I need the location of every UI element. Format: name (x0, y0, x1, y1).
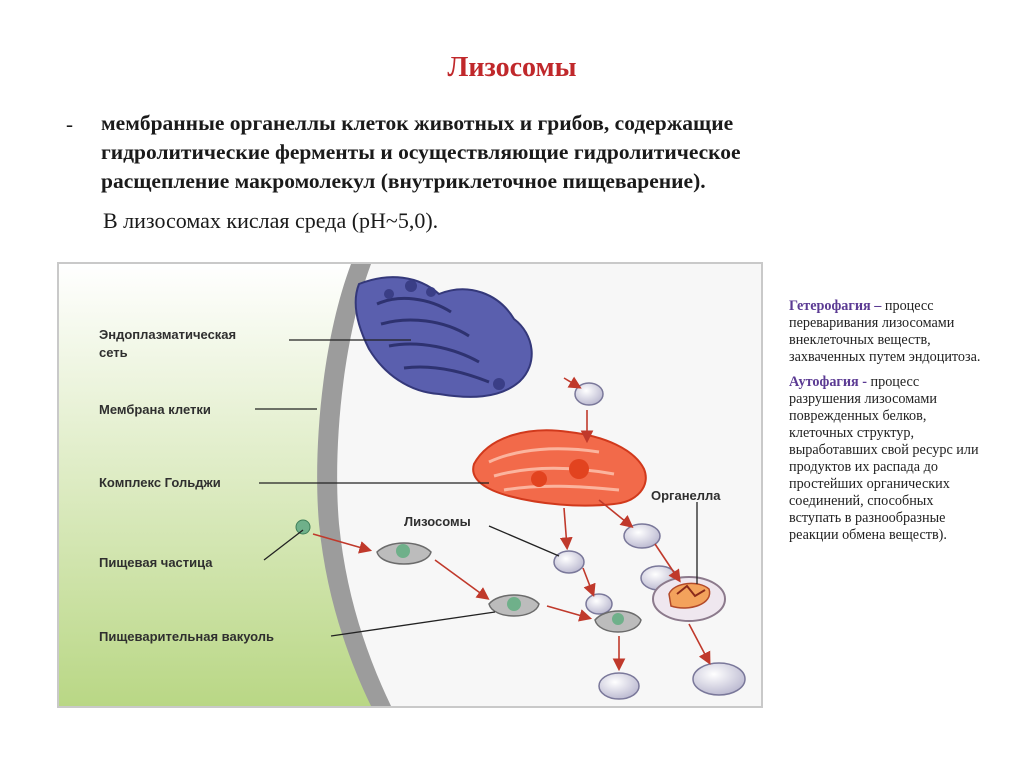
heterophagy-paragraph: Гетерофагия – процесс переваривания лизо… (789, 298, 989, 366)
membrane-label: Мембрана клетки (99, 402, 211, 417)
diagram-svg: Эндоплазматическая сеть Мембрана клетки … (59, 264, 761, 706)
golgi-label: Комплекс Гольджи (99, 475, 221, 490)
acid-environment-note: В лизосомах кислая среда (pH~5,0). (103, 208, 439, 233)
definition-line-2: гидролитические ферменты и осуществляющи… (101, 140, 741, 165)
sidebar-definitions: Гетерофагия – процесс переваривания лизо… (789, 298, 989, 552)
autophagy-term: Аутофагия - (789, 374, 867, 391)
definition-line-1: мембранные органеллы клеток животных и г… (101, 111, 734, 135)
golgi-complex (472, 429, 647, 507)
lysosomes-label: Лизосомы (404, 514, 471, 529)
process-arrows (312, 376, 711, 672)
food-particle-label: Пищевая частица (99, 555, 213, 570)
cell-membrane (317, 264, 391, 706)
heterophagy-text: процесс переваривания лизосомами внеклет… (789, 298, 981, 366)
leader-lines (255, 339, 698, 637)
definition-line-3: расщепление макромолекул (внутриклеточно… (101, 169, 706, 194)
definition-text: мембранные органеллы клеток животных и г… (101, 109, 901, 196)
lysosome-diagram: Эндоплазматическая сеть Мембрана клетки … (57, 262, 763, 708)
heterophagy-term: Гетерофагия – (789, 298, 882, 314)
autophagy-paragraph: Аутофагия - процесс разрушения лизосомам… (789, 374, 989, 544)
phagocytic-vesicles (376, 542, 642, 633)
er-label-line-2: сеть (99, 345, 128, 360)
organelle-label: Органелла (651, 488, 721, 503)
vacuole-label: Пищеварительная вакуоль (99, 629, 274, 644)
autophagosome (652, 576, 746, 696)
definition-dash: - (66, 112, 73, 136)
slide-title: Лизосомы (447, 52, 577, 83)
er-label-line-1: Эндоплазматическая (99, 327, 236, 342)
autophagy-text: процесс разрушения лизосомами поврежденн… (789, 374, 979, 544)
food-particle (295, 519, 311, 535)
endoplasmic-reticulum (354, 276, 533, 398)
vesicles (553, 382, 678, 700)
